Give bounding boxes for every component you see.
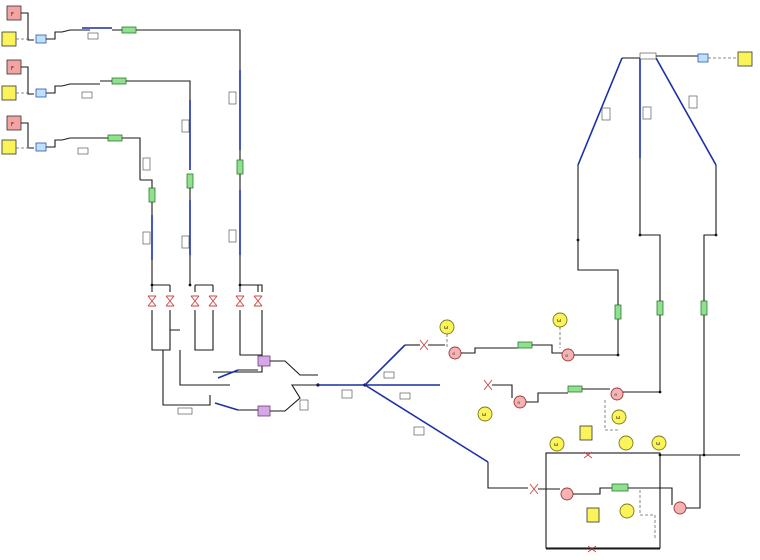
inlet-train-2: F bbox=[1, 59, 191, 101]
branch-upper: ⊖ ω ⊖ ω bbox=[419, 312, 619, 362]
return-meter-a[interactable] bbox=[614, 304, 622, 320]
return-loop bbox=[577, 51, 753, 456]
flow-meter-2[interactable] bbox=[111, 77, 127, 85]
source-block-3-label: F bbox=[11, 122, 14, 128]
fan-7-symbol: ω bbox=[656, 441, 660, 447]
source-block-2[interactable] bbox=[6, 59, 22, 75]
label-tag bbox=[383, 371, 395, 379]
control-valve-4[interactable] bbox=[208, 295, 218, 307]
branch-lower-control-valve[interactable] bbox=[529, 483, 539, 495]
fan-3-symbol: ω bbox=[482, 412, 486, 418]
flow-meter-6[interactable] bbox=[611, 483, 629, 492]
control-valve-3[interactable] bbox=[190, 295, 200, 307]
flow-meter-5[interactable] bbox=[567, 385, 583, 393]
heat-exchanger-1[interactable] bbox=[257, 355, 271, 367]
label-tag bbox=[413, 426, 425, 436]
fan-7[interactable] bbox=[651, 435, 667, 451]
inlet-train-1: F bbox=[1, 5, 241, 70]
fan-3[interactable] bbox=[477, 406, 493, 422]
loop-enclosure bbox=[545, 452, 661, 549]
inlet-train-3: F bbox=[1, 115, 141, 180]
controller-block-1[interactable] bbox=[1, 31, 17, 47]
loop-control-valve-1[interactable] bbox=[583, 451, 593, 459]
label-tag bbox=[81, 91, 93, 99]
riser-meter-a[interactable] bbox=[236, 159, 244, 175]
heat-exchanger-2[interactable] bbox=[257, 405, 271, 417]
fan-6[interactable] bbox=[611, 409, 627, 425]
controller-block-2[interactable] bbox=[1, 85, 17, 101]
label-tag bbox=[87, 32, 99, 40]
label-tag bbox=[181, 235, 190, 249]
riser-meter-b[interactable] bbox=[186, 173, 194, 189]
label-tag bbox=[601, 107, 611, 121]
inlet-valve-2[interactable] bbox=[35, 88, 47, 98]
label-tag bbox=[688, 95, 698, 109]
control-valve-5[interactable] bbox=[235, 295, 245, 307]
control-valve-2[interactable] bbox=[165, 295, 175, 307]
controller-block-3[interactable] bbox=[1, 139, 17, 155]
flow-meter-4[interactable] bbox=[517, 341, 533, 349]
fan-1-symbol: ω bbox=[444, 325, 448, 331]
riser-lines bbox=[140, 70, 244, 285]
controller-block-4[interactable] bbox=[579, 425, 593, 441]
label-tag bbox=[177, 407, 193, 415]
outlet-valve[interactable] bbox=[697, 53, 709, 63]
control-valve-1[interactable] bbox=[147, 295, 157, 307]
source-block-1[interactable] bbox=[6, 5, 22, 21]
source-block-3[interactable] bbox=[6, 115, 22, 131]
source-block-1-label: F bbox=[11, 12, 14, 18]
branch-middle-control-valve[interactable] bbox=[483, 379, 493, 391]
label-tag bbox=[341, 389, 353, 399]
label-tag bbox=[77, 147, 89, 155]
control-valve-bank bbox=[147, 284, 263, 415]
pump-1-symbol: ⊖ bbox=[452, 351, 455, 356]
inlet-valve-3[interactable] bbox=[35, 142, 47, 152]
label-tag bbox=[142, 231, 151, 245]
label-tag bbox=[642, 106, 652, 120]
flow-meter-3[interactable] bbox=[107, 134, 123, 142]
branch-upper-control-valve[interactable] bbox=[419, 339, 429, 351]
pump-5[interactable] bbox=[560, 487, 574, 501]
return-meter-b[interactable] bbox=[656, 300, 664, 316]
label-tag bbox=[228, 91, 237, 105]
label-tag bbox=[399, 392, 411, 400]
label-tag bbox=[142, 157, 151, 171]
junction-nodes bbox=[150, 233, 718, 457]
fan-6-symbol: ω bbox=[616, 415, 620, 421]
source-block-2-label: F bbox=[11, 66, 14, 72]
fan-8[interactable] bbox=[619, 503, 635, 519]
pump-2-symbol: ⊖ bbox=[565, 353, 568, 358]
pump-6[interactable] bbox=[673, 501, 687, 515]
pump-4-symbol: ⊖ bbox=[614, 392, 617, 397]
return-meter-c[interactable] bbox=[700, 300, 708, 316]
label-tag bbox=[228, 229, 237, 243]
pump-3-symbol: ⊖ bbox=[517, 400, 520, 405]
controller-block-6[interactable] bbox=[737, 51, 753, 67]
fan-4[interactable] bbox=[549, 436, 565, 452]
fan-4-symbol: ω bbox=[554, 442, 558, 448]
control-valve-6[interactable] bbox=[253, 295, 263, 307]
pump-4[interactable] bbox=[610, 387, 624, 401]
label-tag bbox=[299, 399, 309, 411]
branch-middle: ⊖ ω ⊖ bbox=[477, 320, 661, 431]
inlet-valve-1[interactable] bbox=[35, 34, 47, 44]
fan-2-symbol: ω bbox=[557, 318, 561, 324]
fan-5[interactable] bbox=[618, 435, 634, 451]
flow-meter-1[interactable] bbox=[121, 26, 137, 34]
top-header-block bbox=[639, 52, 657, 60]
central-header bbox=[318, 344, 489, 463]
branch-lower: ω ω ω bbox=[487, 409, 701, 553]
riser-meter-c[interactable] bbox=[148, 187, 156, 203]
label-tag bbox=[181, 119, 190, 133]
controller-block-5[interactable] bbox=[586, 507, 600, 523]
